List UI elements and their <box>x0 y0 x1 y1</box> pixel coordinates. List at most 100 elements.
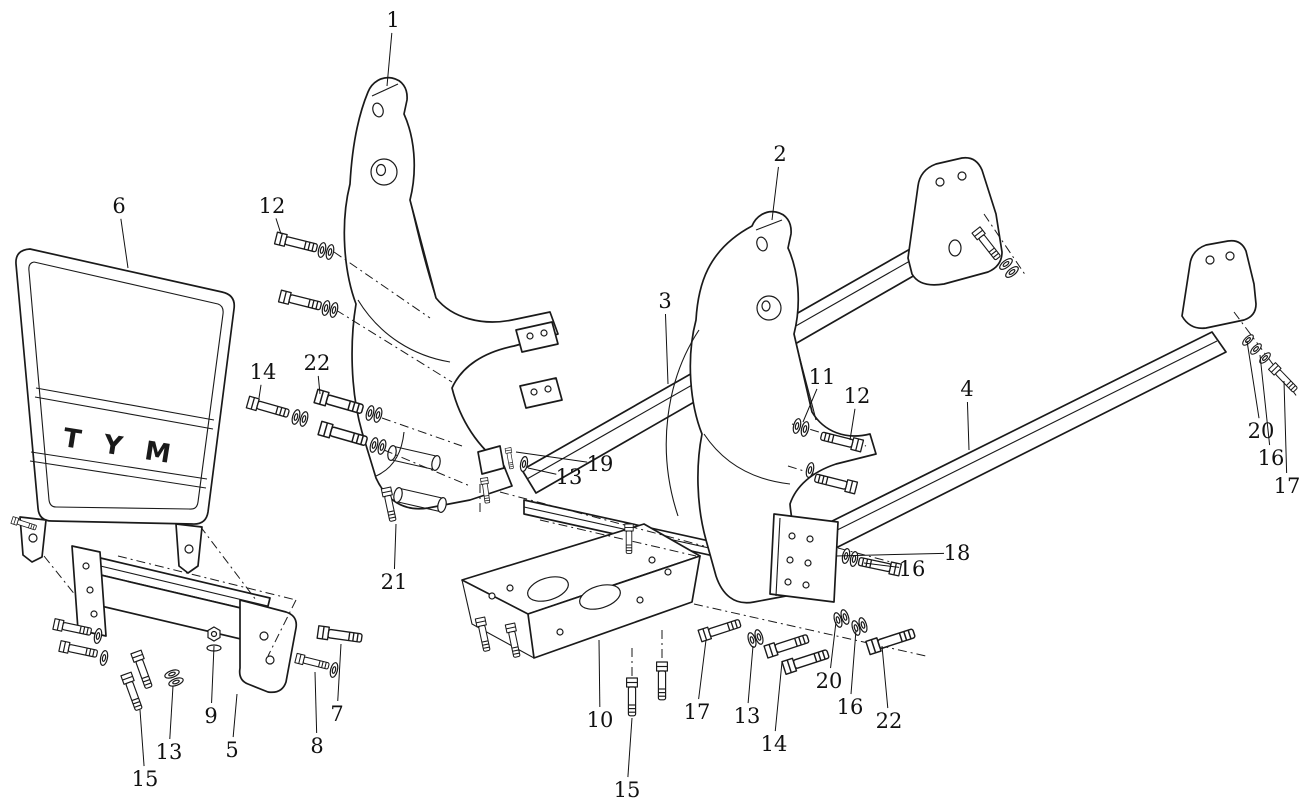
callout-9: 9 <box>204 645 218 728</box>
callout-number: 20 <box>816 669 843 693</box>
callout-leader-line <box>598 639 601 708</box>
callout-leader-line <box>771 166 779 221</box>
callout-22: 22 <box>304 351 331 395</box>
callout-19: 19 <box>515 451 614 476</box>
callout-leader-line <box>850 629 857 695</box>
callout-7: 7 <box>330 643 344 726</box>
callout-number: 3 <box>658 289 671 313</box>
callout-leader-line <box>527 467 557 475</box>
callout-number: 18 <box>944 541 971 565</box>
callout-12: 12 <box>259 194 286 235</box>
callout-leader-line <box>232 693 238 738</box>
callout-leader-line <box>802 388 818 423</box>
callout-14: 14 <box>761 661 788 756</box>
callout-leader-line <box>966 401 970 451</box>
callout-leader-line <box>386 32 393 87</box>
callout-number: 10 <box>587 708 614 732</box>
callout-8: 8 <box>310 671 324 758</box>
callout-leader-line <box>1283 380 1288 474</box>
callout-3: 3 <box>658 289 672 385</box>
callout-number: 1 <box>386 8 399 32</box>
callout-number: 14 <box>761 732 788 756</box>
callout-13: 13 <box>734 645 761 728</box>
callout-leader-line <box>863 562 900 568</box>
callout-leader-line <box>211 645 215 704</box>
callout-17: 17 <box>684 639 711 724</box>
callout-6: 6 <box>112 194 129 269</box>
callout-number: 14 <box>250 360 277 384</box>
callout-number: 15 <box>132 767 159 791</box>
callout-14: 14 <box>250 360 277 399</box>
callout-leader-line <box>1246 340 1260 419</box>
callout-13: 13 <box>156 685 183 764</box>
part-6-front-guard: T Y M <box>15 248 236 574</box>
callout-number: 11 <box>809 365 836 389</box>
callout-leader-line <box>275 218 282 235</box>
callout-20: 20 <box>816 621 843 693</box>
callout-number: 9 <box>204 704 217 728</box>
callout-number: 7 <box>330 702 343 726</box>
callout-leader-line <box>774 661 783 732</box>
callout-number: 13 <box>556 465 583 489</box>
callout-number: 12 <box>259 194 286 218</box>
callout-leader-line <box>258 384 262 399</box>
callout-16: 16 <box>837 629 864 719</box>
callout-leader-line <box>664 313 669 385</box>
part-4-right-frame-rail <box>777 239 1257 571</box>
callout-number: 12 <box>844 384 871 408</box>
callout-leader-line <box>337 643 342 702</box>
callout-leader-line <box>1259 354 1271 446</box>
callout-number: 5 <box>225 738 238 762</box>
callout-number: 16 <box>837 695 864 719</box>
callout-number: 16 <box>1258 446 1285 470</box>
part-10-base-plate <box>461 523 701 659</box>
callout-12: 12 <box>844 384 871 441</box>
callout-2: 2 <box>771 142 787 221</box>
callout-18: 18 <box>835 541 971 565</box>
callout-leader-line <box>747 645 754 704</box>
callout-number: 16 <box>899 557 926 581</box>
callout-number: 19 <box>587 452 614 476</box>
callout-21: 21 <box>381 523 408 594</box>
callout-10: 10 <box>587 639 614 732</box>
callout-number: 6 <box>112 194 125 218</box>
callout-11: 11 <box>802 365 836 423</box>
callout-20: 20 <box>1246 340 1275 443</box>
callout-17: 17 <box>1274 380 1300 498</box>
callout-leader-line <box>314 671 318 734</box>
part-1-left-mast-bracket <box>343 76 563 513</box>
callout-leader-line <box>830 621 837 669</box>
callout-number: 8 <box>310 734 323 758</box>
callout-leader-line <box>849 408 856 441</box>
callout-16: 16 <box>1258 354 1285 470</box>
callout-number: 15 <box>614 778 641 799</box>
callout-leader-line <box>120 218 129 269</box>
callout-number: 21 <box>381 570 408 594</box>
callout-leader-line <box>627 717 633 778</box>
callout-number: 17 <box>684 700 711 724</box>
callout-number: 22 <box>876 709 903 733</box>
callout-number: 13 <box>734 704 761 728</box>
callout-number: 13 <box>156 740 183 764</box>
callout-number: 20 <box>1248 419 1275 443</box>
part-18-shim-plate <box>769 513 839 603</box>
callout-15: 15 <box>614 717 641 799</box>
callout-leader-line <box>698 639 707 700</box>
callout-leader-line <box>515 451 588 463</box>
callout-leader-line <box>169 685 174 740</box>
callout-number: 4 <box>960 377 973 401</box>
callout-number: 2 <box>773 142 786 166</box>
callout-5: 5 <box>225 693 239 762</box>
callout-15: 15 <box>132 709 159 791</box>
callout-number: 22 <box>304 351 331 375</box>
callout-leader-line <box>881 645 889 709</box>
callout-leader-line <box>835 552 945 557</box>
callout-leader-line <box>317 375 321 395</box>
callout-leader-line <box>393 523 397 570</box>
callout-1: 1 <box>386 8 400 87</box>
callout-22: 22 <box>876 645 903 733</box>
callout-leader-line <box>139 709 145 767</box>
